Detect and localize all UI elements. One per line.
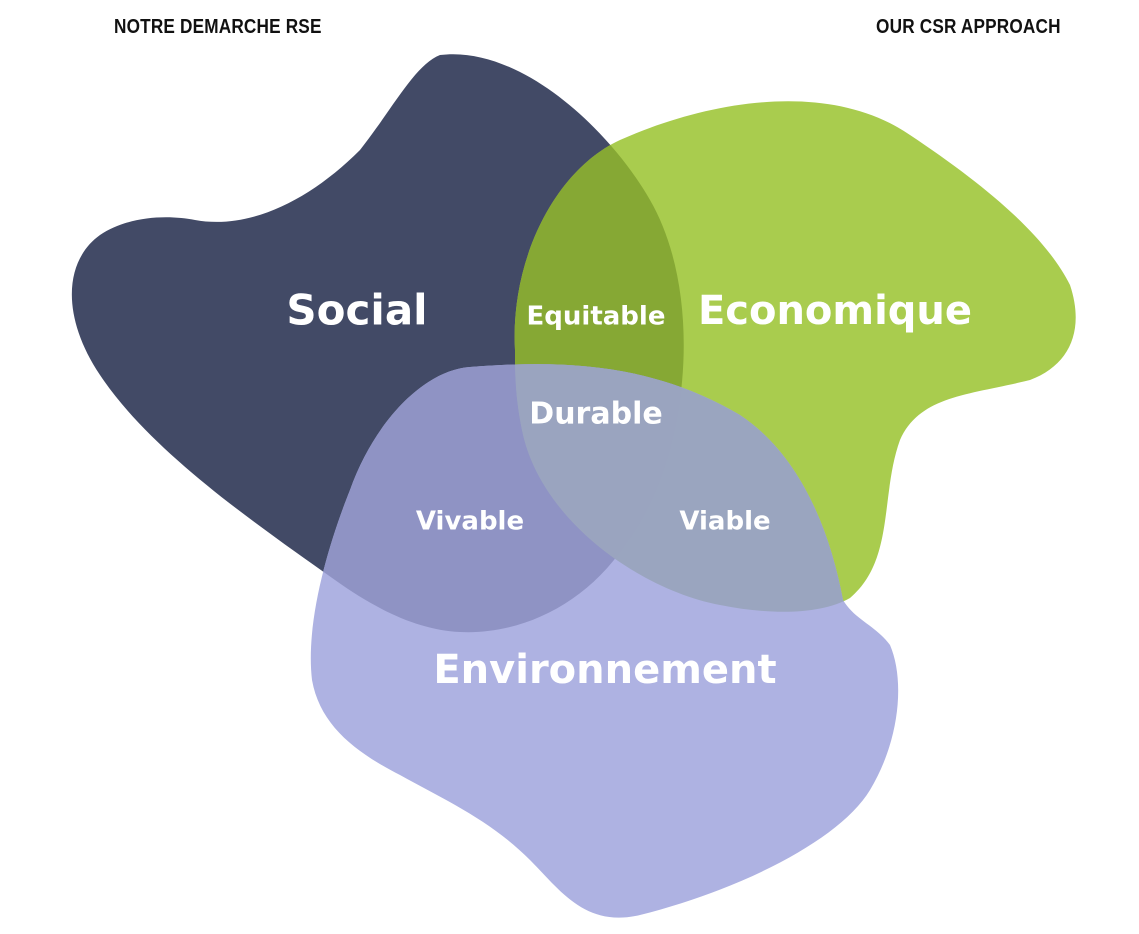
header-title-right: OUR CSR APPROACH — [876, 16, 1061, 38]
header-title-left: NOTRE DEMARCHE RSE — [114, 16, 322, 38]
durable-label: Durable — [529, 397, 662, 432]
equitable-label: Equitable — [527, 302, 666, 332]
economique-label: Economique — [698, 288, 972, 334]
social-label: Social — [286, 286, 427, 335]
environnement-label: Environnement — [433, 647, 776, 693]
vivable-label: Vivable — [416, 507, 524, 537]
viable-label: Viable — [679, 507, 770, 537]
